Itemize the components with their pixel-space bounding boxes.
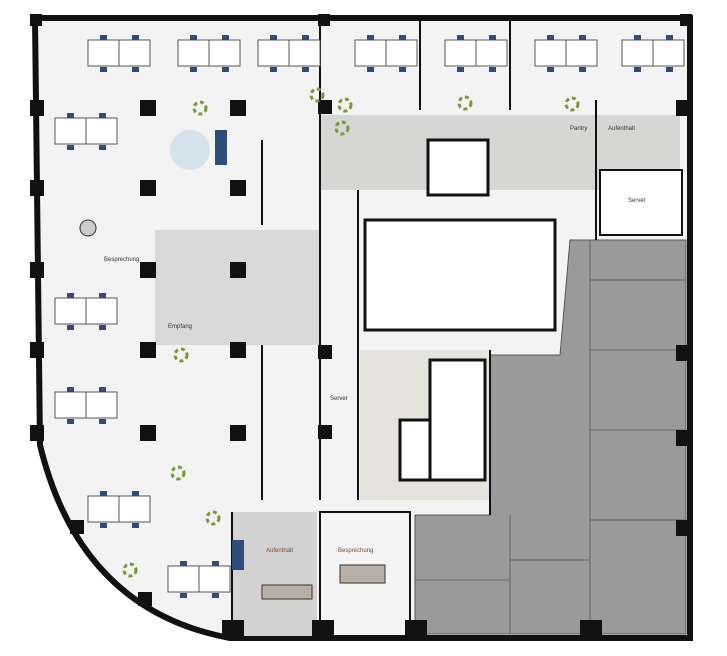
- chair: [547, 67, 554, 72]
- chair: [67, 387, 74, 392]
- desk-cluster: [177, 35, 241, 72]
- chair: [99, 145, 106, 150]
- atrium: [363, 218, 557, 332]
- chair: [489, 35, 496, 40]
- chair: [132, 491, 139, 496]
- rented-area-partitions: [415, 240, 686, 634]
- chair: [270, 35, 277, 40]
- stairwell-core: [428, 358, 487, 482]
- chair: [99, 293, 106, 298]
- room-label-pantry: Pantry: [570, 126, 587, 132]
- sofa-south: [232, 540, 244, 570]
- chair: [399, 35, 406, 40]
- plant-icon: [205, 510, 221, 526]
- round-table: [170, 130, 210, 170]
- chair: [180, 561, 187, 566]
- server-ne-room: [599, 169, 683, 236]
- room-label-empfang: Empfang: [168, 324, 192, 330]
- chair: [100, 491, 107, 496]
- stairwell-north: [426, 138, 490, 197]
- chair: [489, 67, 496, 72]
- chair: [222, 35, 229, 40]
- chair: [302, 67, 309, 72]
- chair: [100, 523, 107, 528]
- plants: [122, 87, 580, 578]
- plant-icon: [173, 347, 189, 363]
- desk-cluster: [257, 35, 321, 72]
- plant-icon: [192, 100, 208, 116]
- lounge-table: [261, 584, 313, 600]
- chair: [212, 593, 219, 598]
- plant-icon: [337, 97, 353, 113]
- chair: [99, 419, 106, 424]
- desk-cluster: [87, 35, 151, 72]
- chair: [99, 325, 106, 330]
- plant-icon: [334, 120, 350, 136]
- chair: [367, 67, 374, 72]
- room-label-server: Server: [330, 396, 348, 402]
- columns: [30, 14, 692, 638]
- chair: [302, 35, 309, 40]
- desk-cluster: [444, 35, 508, 72]
- aufenthalt-south-area: [232, 512, 317, 636]
- chair: [67, 325, 74, 330]
- chair: [99, 387, 106, 392]
- chair: [67, 145, 74, 150]
- chair: [67, 293, 74, 298]
- plant-icon: [457, 95, 473, 111]
- chair: [399, 67, 406, 72]
- plant-icon: [170, 465, 186, 481]
- chair: [634, 67, 641, 72]
- room-label-aufenthalt-south: Aufenthalt: [266, 548, 293, 554]
- chair: [457, 67, 464, 72]
- room-label-server-ne: Server: [628, 198, 646, 204]
- chair: [132, 67, 139, 72]
- chair: [222, 67, 229, 72]
- desk-cluster: [87, 491, 151, 528]
- chair: [132, 35, 139, 40]
- chair: [180, 593, 187, 598]
- chair: [579, 35, 586, 40]
- meeting-table: [339, 564, 386, 584]
- empfang-area: [155, 230, 320, 345]
- chair: [634, 35, 641, 40]
- chair: [190, 35, 197, 40]
- plant-icon: [309, 87, 325, 103]
- chair: [212, 561, 219, 566]
- chair: [270, 67, 277, 72]
- workstations: [54, 35, 685, 598]
- desk-cluster: [534, 35, 598, 72]
- sofa-north: [215, 130, 227, 165]
- plant-icon: [122, 562, 138, 578]
- round-table: [79, 219, 97, 237]
- desk-cluster: [621, 35, 685, 72]
- chair: [666, 35, 673, 40]
- desk-cluster: [54, 387, 118, 424]
- chair: [100, 67, 107, 72]
- chair: [132, 523, 139, 528]
- chair: [547, 35, 554, 40]
- besprechung-south-room: [319, 511, 411, 637]
- desk-cluster: [354, 35, 418, 72]
- room-label-aufenthalt: Aufenthalt: [608, 126, 635, 132]
- chair: [666, 67, 673, 72]
- chair: [67, 419, 74, 424]
- desk-cluster: [167, 561, 231, 598]
- chair: [100, 35, 107, 40]
- chair: [67, 113, 74, 118]
- desk-cluster: [54, 293, 118, 330]
- rented-area: [414, 239, 687, 635]
- interior-walls: [231, 18, 597, 636]
- room-label-besprechung-south: Besprechung: [338, 548, 373, 554]
- chair: [579, 67, 586, 72]
- desk-cluster: [54, 113, 118, 150]
- plant-icon: [564, 96, 580, 112]
- elevators: [398, 418, 432, 482]
- room-label-besprechung: Besprechung: [104, 257, 139, 263]
- chair: [190, 67, 197, 72]
- chair: [99, 113, 106, 118]
- chair: [367, 35, 374, 40]
- chair: [457, 35, 464, 40]
